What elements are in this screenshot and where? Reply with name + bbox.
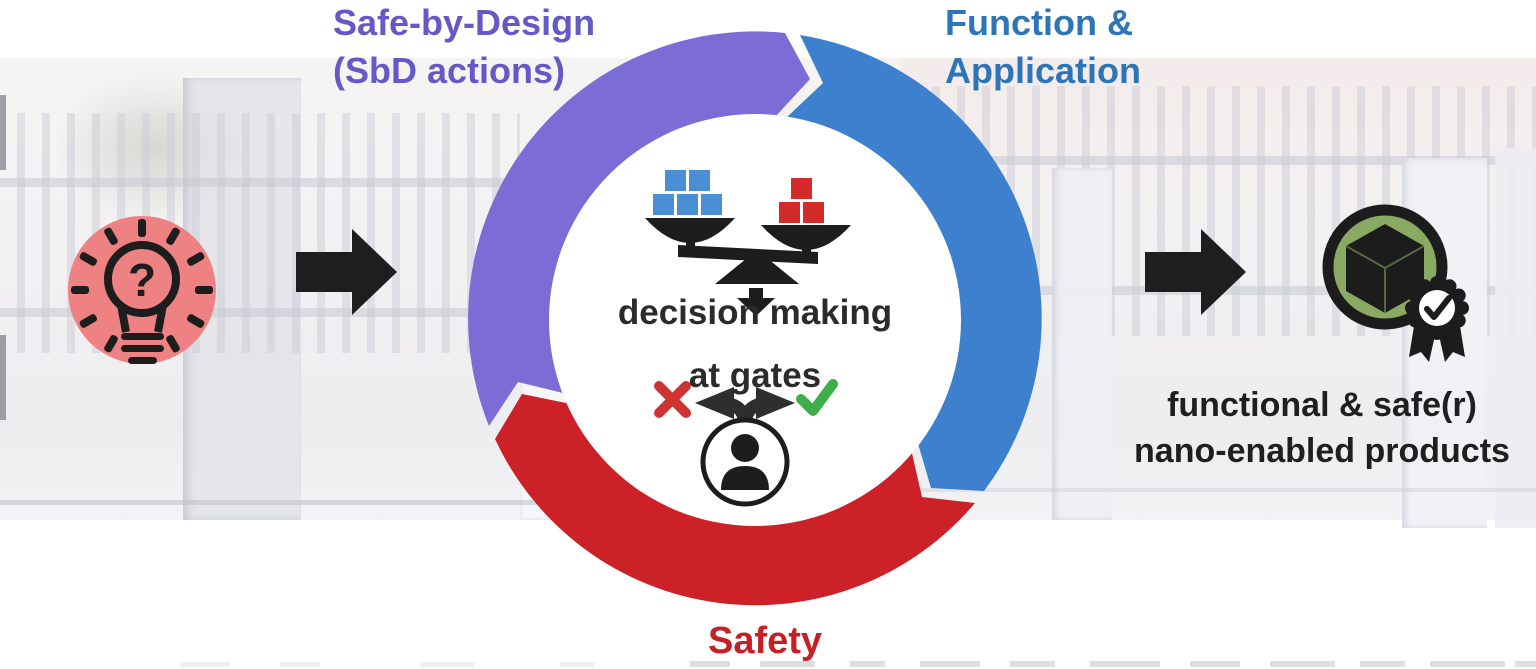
scan-artifact [690,661,1536,667]
branch-right-arrowhead [756,387,795,419]
decision-maker-person-icon [700,417,790,507]
label-safe-by-design-line2: (SbD actions) [333,50,566,91]
label-safety: Safety [707,620,823,662]
certified-badge-icon [1405,276,1469,362]
label-safe-by-design-line1: Safe-by-Design [333,2,596,43]
label-decision-making: decision making [617,293,893,332]
cycle-inner-disc [549,114,961,526]
flow-arrow-left-icon [296,229,397,315]
cube-edges [1345,245,1425,313]
arc-safe-by-design [468,31,810,426]
scan-artifact [0,95,6,420]
balance-scale-icon [645,170,851,316]
background-fence-rail [0,308,520,317]
check-mark-icon [796,379,838,416]
certified-product-icon [1322,204,1469,362]
arc-function-application [787,35,1042,491]
background-fence-rail [0,178,520,187]
lightbulb-rays [71,219,213,353]
background-fence-post [1495,148,1536,528]
red-cubes [779,178,824,223]
label-result-line1: functional & safe(r) [1167,386,1477,424]
scan-artifact [180,662,595,667]
question-mark: ? [128,254,156,306]
background-ground-edge [0,500,880,505]
background-fence-post [1052,168,1112,520]
lightbulb-question-icon: ? [68,216,216,364]
label-function-line2: Application [945,50,1141,91]
background-fence-rail [840,156,1536,165]
arc-safety [495,394,975,606]
label-at-gates: at gates [688,356,822,395]
background-ground-edge [880,488,1536,492]
branch-left-arrowhead [695,387,734,419]
x-mark-icon [654,381,691,418]
blue-cubes [653,170,722,215]
label-function-line1: Function & [945,2,1133,43]
flow-arrow-right-icon [1145,229,1246,315]
label-result-line2: nano-enabled products [1134,432,1510,470]
cycle-ring [468,31,1042,606]
